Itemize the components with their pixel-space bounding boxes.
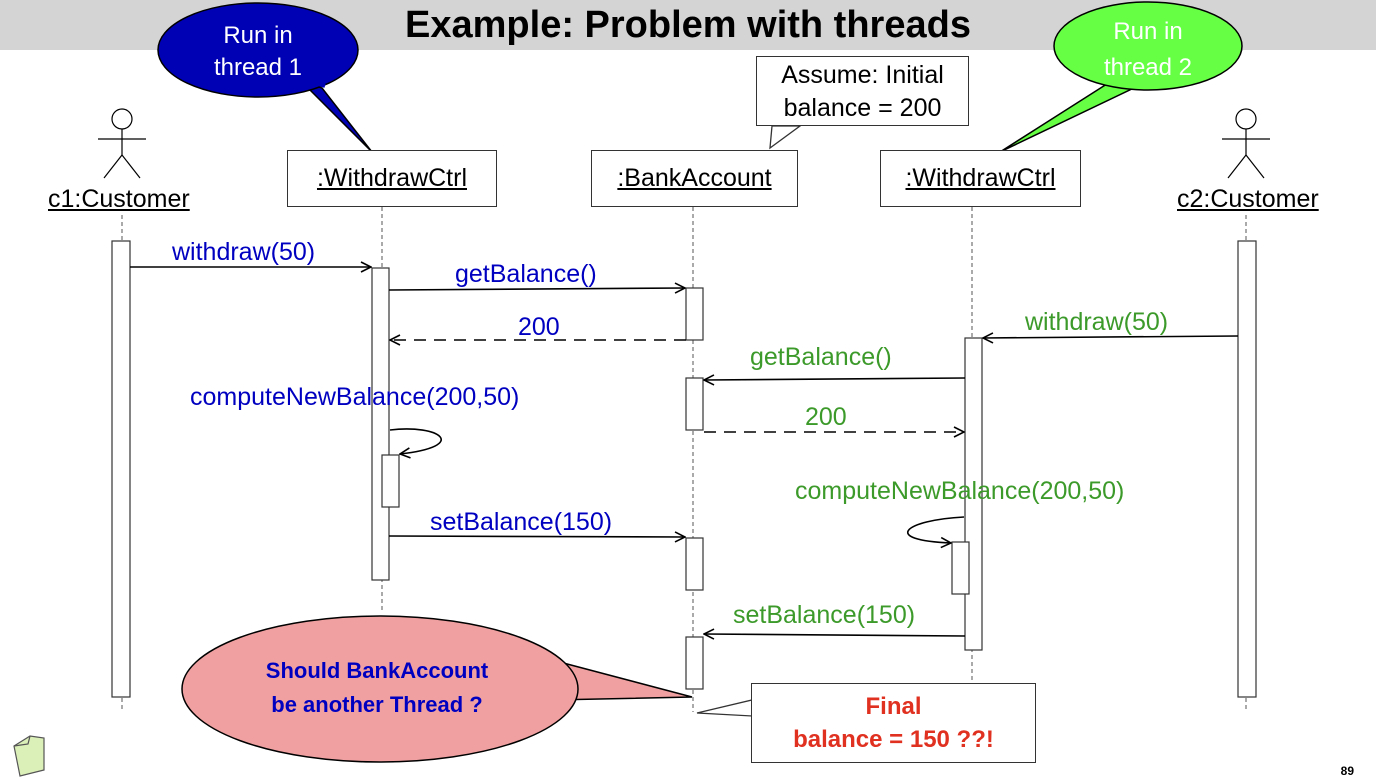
msg-t1-return: 200 [518, 313, 560, 341]
msg-arrow-t2-getbalance [704, 378, 966, 380]
msg-arrow-t2-compute-self [907, 516, 965, 543]
assume-line2: balance = 200 [783, 94, 942, 122]
slide-title: Example: Problem with threads [405, 4, 971, 46]
object-bankaccount: :BankAccount [591, 150, 798, 207]
final-note: Final balance = 150 ??! [751, 683, 1036, 763]
activation-bars [111, 240, 1257, 698]
msg-arrow-t1-setbalance [388, 536, 685, 537]
msg-t2-return: 200 [805, 403, 847, 431]
msg-t2-compute: computeNewBalance(200,50) [795, 477, 1125, 505]
actor-c1-label: c1:Customer [48, 185, 190, 213]
msg-arrow-t2-setbalance [704, 634, 966, 636]
msg-t2-withdraw: withdraw(50) [1025, 308, 1169, 336]
note-icon [13, 735, 45, 777]
final-line1: Final [865, 693, 922, 720]
thread2-label-line1: Run in [1113, 18, 1183, 45]
msg-arrow-t2-withdraw [983, 336, 1239, 338]
assume-note: Assume: Initial balance = 200 [756, 56, 969, 126]
thread1-label-line2: thread 1 [213, 54, 303, 81]
object-withdrawctrl-1: :WithdrawCtrl [287, 150, 497, 207]
msg-t1-withdraw: withdraw(50) [172, 238, 316, 266]
assume-pointer [769, 125, 802, 150]
object-bankaccount-label: :BankAccount [617, 164, 772, 192]
thread1-bubble [157, 2, 373, 153]
question-bubble [181, 615, 693, 763]
question-line2: be another Thread ? [271, 692, 483, 717]
actor-c2-label: c2:Customer [1177, 185, 1319, 213]
assume-line1: Assume: Initial [781, 61, 944, 89]
msg-arrow-t1-getbalance [388, 288, 685, 290]
final-pointer [696, 699, 753, 717]
object-withdrawctrl-2-label: :WithdrawCtrl [905, 164, 1056, 192]
final-line2: balance = 150 ??! [793, 726, 994, 753]
question-text: Should BankAccount be another Thread ? [202, 654, 552, 722]
stick-figure-icon [1222, 108, 1270, 179]
thread1-label: Run in thread 1 [188, 20, 328, 84]
msg-t1-setbalance: setBalance(150) [430, 508, 613, 536]
thread2-label-line2: thread 2 [1103, 54, 1193, 81]
msg-t2-setbalance: setBalance(150) [733, 601, 916, 629]
thread2-bubble [999, 1, 1243, 153]
object-withdrawctrl-1-label: :WithdrawCtrl [316, 164, 467, 192]
msg-t1-getbalance: getBalance() [455, 260, 597, 288]
stick-figure-icon [98, 108, 146, 179]
question-line1: Should BankAccount [265, 658, 489, 683]
thread1-label-line1: Run in [223, 22, 293, 49]
page-number: 89 [1340, 764, 1354, 778]
thread2-label: Run in thread 2 [1078, 14, 1218, 86]
msg-t1-compute: computeNewBalance(200,50) [190, 383, 520, 411]
object-withdrawctrl-2: :WithdrawCtrl [880, 150, 1081, 207]
msg-t2-getbalance: getBalance() [750, 343, 892, 371]
msg-arrow-t1-compute-self [389, 428, 442, 454]
